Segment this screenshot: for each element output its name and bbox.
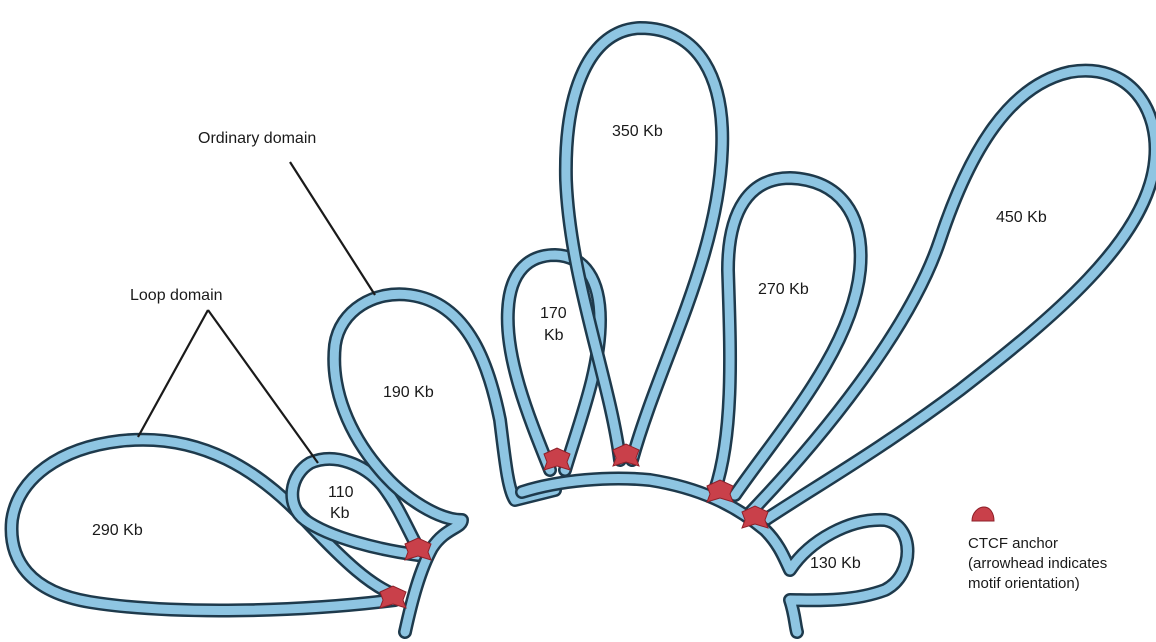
loop-270-label: 270 Kb bbox=[758, 281, 809, 298]
loop-domain-label: Loop domain bbox=[130, 287, 223, 304]
ordinary-domain-leader bbox=[290, 162, 375, 295]
loop-110-fiber bbox=[292, 459, 418, 555]
callout-leaders bbox=[138, 162, 375, 463]
legend-line-3: motif orientation) bbox=[968, 575, 1080, 592]
ctcf-anchors bbox=[380, 444, 768, 608]
loop-110-label-line2: Kb bbox=[330, 505, 350, 522]
loop-350-label: 350 Kb bbox=[612, 123, 663, 140]
legend-line-1: CTCF anchor bbox=[968, 535, 1058, 552]
legend-line-2: (arrowhead indicates bbox=[968, 555, 1107, 572]
ctcf-anchor-icon bbox=[972, 507, 994, 521]
loop-450-fiber bbox=[748, 71, 1156, 520]
loop-270-fiber bbox=[715, 178, 861, 495]
loop-190-label: 190 Kb bbox=[383, 384, 434, 401]
loop-450-label: 450 Kb bbox=[996, 209, 1047, 226]
loop-170-label-line1: 170 bbox=[540, 305, 567, 322]
loop-domain-leader-right bbox=[208, 310, 318, 463]
loop-110-label-line1: 110 bbox=[328, 484, 354, 501]
loop-170-label-line2: Kb bbox=[544, 327, 564, 344]
loop-130-label: 130 Kb bbox=[810, 555, 861, 572]
loop-domain-leader-left bbox=[138, 310, 208, 437]
legend: CTCF anchor (arrowhead indicates motif o… bbox=[968, 507, 1107, 592]
ordinary-domain-label: Ordinary domain bbox=[198, 130, 316, 147]
loop-290-label: 290 Kb bbox=[92, 522, 143, 539]
